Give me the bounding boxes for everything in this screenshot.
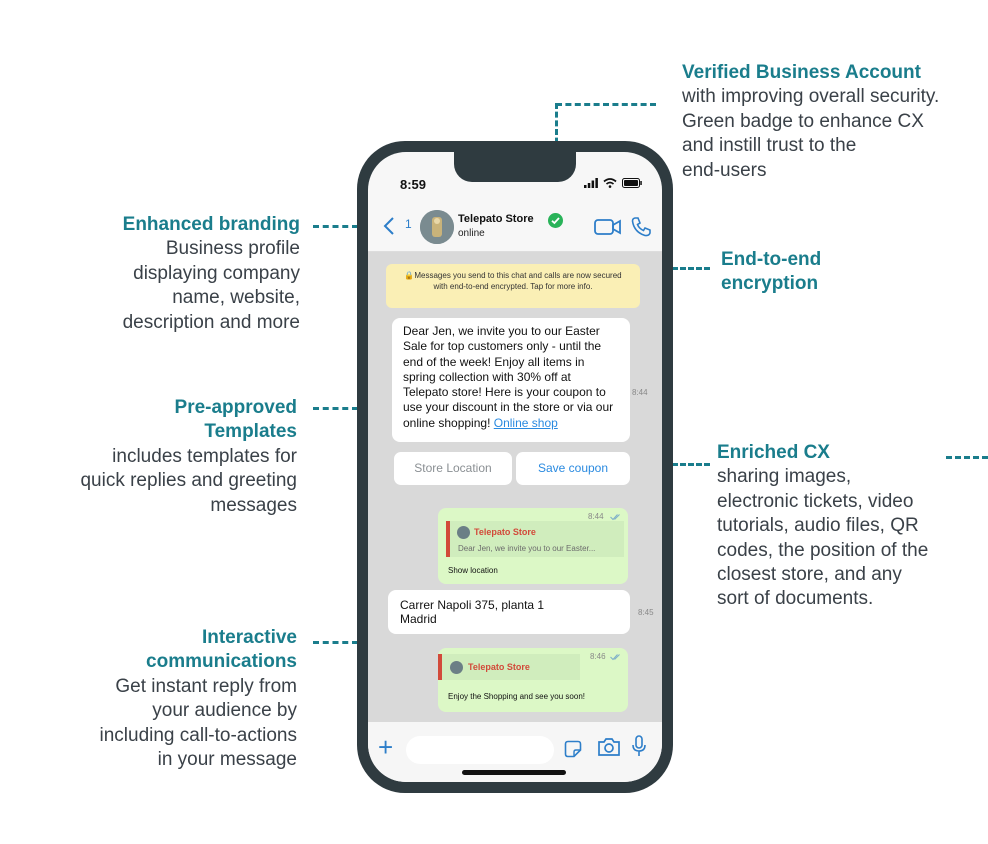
message-text: Show location bbox=[448, 566, 498, 575]
callout-title-line: communications bbox=[146, 651, 297, 673]
callout-line: tutorials, audio files, QR bbox=[717, 515, 919, 537]
battery-icon bbox=[622, 178, 642, 188]
callout-line: Green badge to enhance CX bbox=[682, 110, 924, 132]
callout-line: codes, the position of the bbox=[717, 539, 929, 561]
callout-verified-business: Verified Business Account with improving… bbox=[682, 61, 939, 183]
connector-templates bbox=[313, 407, 358, 410]
camera-icon[interactable] bbox=[597, 737, 621, 757]
callout-line: in your message bbox=[157, 749, 297, 771]
callout-line: end-users bbox=[682, 159, 767, 181]
avatar[interactable] bbox=[420, 210, 454, 244]
contact-status: online bbox=[458, 228, 485, 239]
connector-cx bbox=[672, 463, 710, 466]
callout-title: Verified Business Account bbox=[682, 62, 921, 83]
callout-title-line: encryption bbox=[721, 273, 819, 295]
avatar bbox=[450, 661, 463, 674]
store-location-button[interactable]: Store Location bbox=[394, 452, 512, 485]
callout-line: messages bbox=[210, 494, 297, 516]
callout-title: Enhanced branding bbox=[122, 214, 300, 235]
callout-line: with improving overall security. bbox=[682, 86, 940, 108]
connector-cx-far bbox=[946, 456, 988, 459]
message-time: 8:44 bbox=[632, 388, 648, 397]
callout-enriched-cx: Enriched CX sharing images, electronic t… bbox=[717, 441, 928, 612]
chat-area: 🔒Messages you send to this chat and call… bbox=[368, 252, 662, 722]
double-check-icon bbox=[610, 514, 620, 521]
online-shop-link[interactable]: Online shop bbox=[493, 415, 558, 430]
microphone-icon[interactable] bbox=[631, 735, 647, 757]
status-icons bbox=[584, 178, 642, 188]
callout-encryption: End-to-end encryption bbox=[721, 248, 821, 297]
plus-icon[interactable]: + bbox=[378, 732, 394, 762]
phone-mockup: 8:59 1 bbox=[357, 141, 673, 793]
video-camera-icon[interactable] bbox=[594, 218, 622, 236]
callout-line: quick replies and greeting bbox=[80, 470, 297, 492]
connector-branding bbox=[313, 225, 358, 228]
back-unread-count[interactable]: 1 bbox=[405, 217, 412, 231]
wifi-icon bbox=[603, 178, 617, 188]
avatar bbox=[457, 526, 470, 539]
phone-notch bbox=[454, 152, 576, 182]
callout-line: name, website, bbox=[172, 287, 300, 309]
callout-line: displaying company bbox=[133, 262, 300, 284]
status-time: 8:59 bbox=[400, 177, 427, 192]
callout-title-line: End-to-end bbox=[721, 249, 822, 270]
quoted-message[interactable]: Telepato Store bbox=[438, 654, 580, 680]
chevron-left-icon[interactable] bbox=[382, 216, 396, 236]
quote-sender: Telepato Store bbox=[474, 527, 536, 537]
contact-name[interactable]: Telepato Store bbox=[458, 213, 534, 225]
callout-title-line: Interactive bbox=[201, 627, 297, 648]
message-input[interactable] bbox=[406, 736, 554, 764]
incoming-message: Carrer Napoli 375, planta 1 Madrid bbox=[388, 590, 630, 634]
status-bar: 8:59 bbox=[368, 152, 662, 196]
callout-line: includes templates for bbox=[112, 445, 297, 467]
callout-line: and instill trust to the bbox=[682, 135, 857, 157]
message-text: Madrid bbox=[400, 612, 437, 626]
encryption-notice[interactable]: 🔒Messages you send to this chat and call… bbox=[386, 264, 640, 308]
connector-interactive bbox=[313, 641, 358, 644]
callout-line: electronic tickets, video bbox=[717, 490, 914, 512]
outgoing-message: 8:46 Telepato Store Enjoy the Shopping a… bbox=[438, 648, 628, 712]
quote-sender: Telepato Store bbox=[468, 662, 530, 672]
callout-line: sharing images, bbox=[717, 466, 852, 488]
message-time: 8:45 bbox=[638, 608, 654, 617]
signal-icon bbox=[584, 178, 598, 188]
message-time: 8:46 bbox=[590, 652, 606, 661]
callout-line: your audience by bbox=[152, 700, 297, 722]
callout-templates: Pre-approved Templates includes template… bbox=[40, 396, 297, 518]
callout-title: Enriched CX bbox=[717, 442, 830, 463]
double-check-icon bbox=[610, 654, 620, 661]
callout-line: including call-to-actions bbox=[99, 724, 298, 746]
message-text: Enjoy the Shopping and see you soon! bbox=[448, 692, 585, 701]
incoming-message: Dear Jen, we invite you to our Easter Sa… bbox=[392, 318, 630, 442]
callout-interactive: Interactive communications Get instant r… bbox=[40, 626, 298, 772]
message-text: Carrer Napoli 375, planta 1 bbox=[400, 598, 545, 612]
callout-line: sort of documents. bbox=[717, 588, 874, 610]
phone-screen: 8:59 1 bbox=[368, 152, 662, 782]
quote-text: Dear Jen, we invite you to our Easter... bbox=[458, 544, 596, 553]
callout-line: description and more bbox=[122, 311, 300, 333]
connector-encryption bbox=[672, 267, 710, 270]
store-avatar-icon bbox=[420, 210, 454, 244]
home-indicator[interactable] bbox=[462, 770, 566, 775]
message-text: Dear Jen, we invite you to our Easter Sa… bbox=[403, 324, 614, 430]
verified-check-icon bbox=[548, 213, 563, 228]
callout-line: Business profile bbox=[165, 238, 300, 260]
outgoing-message: 8:44 Telepato Store Dear Jen, we invite … bbox=[438, 508, 628, 584]
callout-title-line: Pre-approved bbox=[174, 397, 297, 418]
sticker-icon[interactable] bbox=[564, 740, 582, 758]
save-coupon-button[interactable]: Save coupon bbox=[516, 452, 630, 485]
phone-icon[interactable] bbox=[630, 216, 652, 238]
callout-title-line: Templates bbox=[204, 421, 297, 443]
callout-line: closest store, and any bbox=[717, 564, 902, 586]
chat-header: 1 Telepato Store online bbox=[368, 200, 662, 252]
callout-branding: Enhanced branding Business profile displ… bbox=[60, 213, 300, 335]
message-time: 8:44 bbox=[588, 512, 604, 521]
quoted-message[interactable]: Telepato Store Dear Jen, we invite you t… bbox=[446, 521, 624, 557]
callout-line: Get instant reply from bbox=[115, 675, 297, 697]
connector-verified-h bbox=[556, 103, 656, 106]
